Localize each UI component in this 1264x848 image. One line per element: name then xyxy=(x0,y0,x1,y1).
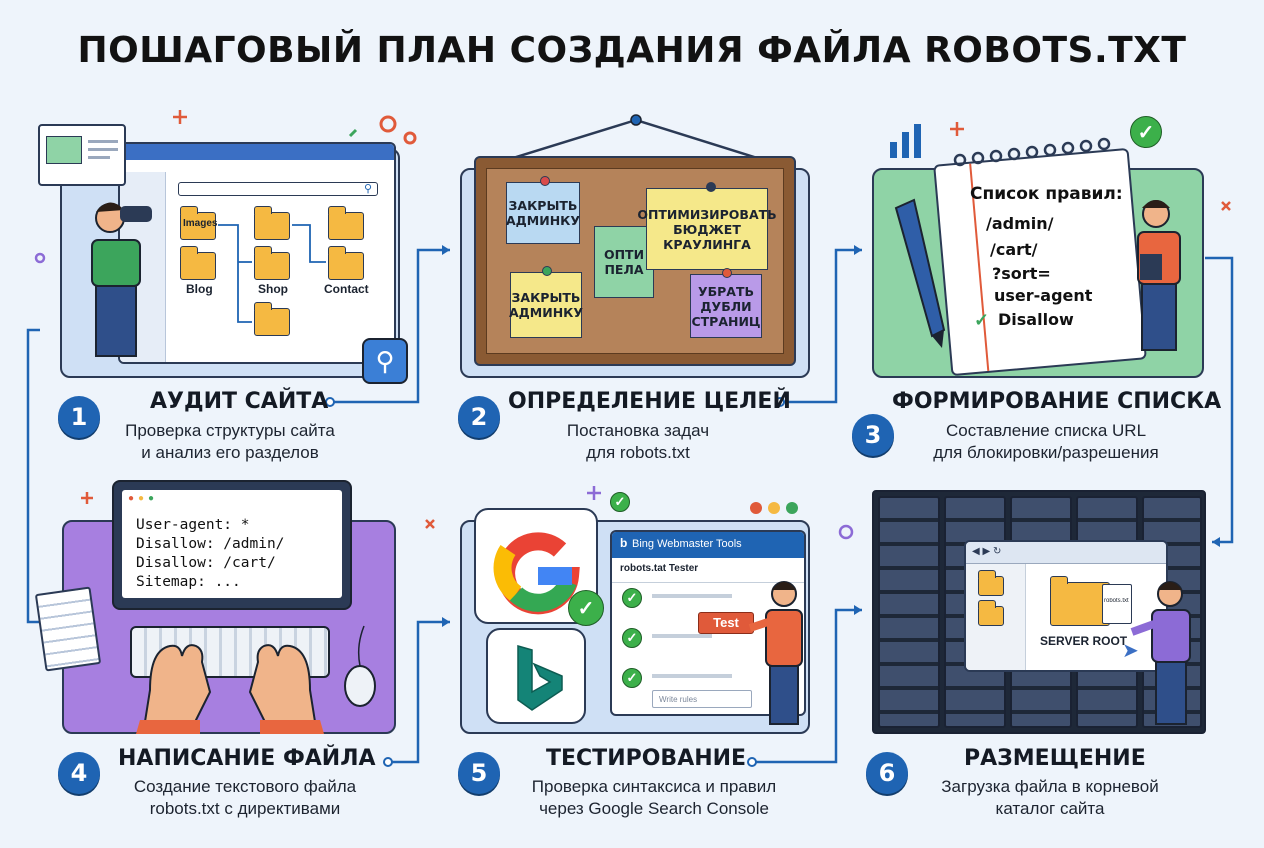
step-6-number: 6 xyxy=(866,752,908,794)
server-folder-1-icon[interactable] xyxy=(977,570,1004,596)
bing-small-icon: b xyxy=(620,536,628,550)
bing-logo-icon[interactable] xyxy=(486,628,586,724)
step-4-number: 4 xyxy=(58,752,100,794)
test-row-1-line xyxy=(652,594,732,598)
rule-3: ?sort= xyxy=(992,264,1051,283)
step-5-desc-1: Проверка синтаксиса и правил xyxy=(531,777,777,796)
test-row-2-check-icon: ✓ xyxy=(622,628,642,648)
step-2-desc-1: Постановка задач xyxy=(566,421,710,440)
test-row-1-check-icon: ✓ xyxy=(622,588,642,608)
step-5-title: ТЕСТИРОВАНИЕ xyxy=(546,746,747,771)
step-5-desc-2: через Google Search Console xyxy=(539,799,769,818)
folder-blog-icon[interactable] xyxy=(179,246,216,280)
rule-2: /cart/ xyxy=(990,240,1038,259)
page-title: ПОШАГОВЫЙ ПЛАН СОЗДАНИЯ ФАЙЛА ROBOTS.TXT xyxy=(77,30,1187,71)
test-row-3-line xyxy=(652,674,732,678)
connector-5-6 xyxy=(752,608,862,764)
top-check-icon: ✓ xyxy=(610,492,630,512)
step-1-number: 1 xyxy=(58,396,100,438)
pin-icon xyxy=(706,182,716,192)
bing-tool-title: Bing Webmaster Tools xyxy=(632,538,742,550)
pin-icon xyxy=(722,268,732,278)
connector-2-3 xyxy=(780,248,862,404)
google-check-icon: ✓ xyxy=(568,590,604,626)
folder-contact-label: Contact xyxy=(324,282,369,296)
folder-images-label: Images xyxy=(183,218,218,229)
list-heading: Список правил: xyxy=(970,184,1123,204)
step-4-title: НАПИСАНИЕ ФАЙЛА xyxy=(118,746,376,771)
code-line-4: Sitemap: ... xyxy=(136,574,241,590)
step-4-desc-1: Создание текстового файла xyxy=(133,777,357,796)
folder-images-icon[interactable] xyxy=(179,206,216,240)
checkmark-icon: ✓ xyxy=(974,310,990,330)
step-6-desc-2: каталог сайта xyxy=(995,799,1105,818)
step-1-title: АУДИТ САЙТА xyxy=(150,389,329,414)
step-1-desc-2: и анализ его разделов xyxy=(141,443,319,462)
search-icon: ⚲ xyxy=(364,183,373,195)
test-row-3-check-icon: ✓ xyxy=(622,668,642,688)
step-3-title: ФОРМИРОВАНИЕ СПИСКА xyxy=(892,389,1222,414)
step-6-title: РАЗМЕЩЕНИЕ xyxy=(964,746,1146,771)
folder-sub-icon[interactable] xyxy=(253,302,290,336)
connector-4-5 xyxy=(388,620,450,764)
test-row-2-line xyxy=(652,634,712,638)
step-5-number: 5 xyxy=(458,752,500,794)
server-root-label: SERVER ROOT xyxy=(1040,634,1128,648)
goal-note-4: ЗАКРЫТЬ АДМИНКУ xyxy=(509,272,583,338)
folder-shop-icon[interactable] xyxy=(253,206,290,240)
connector-1-2 xyxy=(330,248,450,404)
step-2-title: ОПРЕДЕЛЕНИЕ ЦЕЛЕЙ xyxy=(508,389,791,414)
step-3-number: 3 xyxy=(852,414,894,456)
step-1-desc-1: Проверка структуры сайта xyxy=(125,421,335,440)
step-6-desc-1: Загрузка файла в корневой xyxy=(941,777,1159,796)
goal-note-5: УБРАТЬ ДУБЛИ СТРАНИЦ xyxy=(690,274,762,338)
magnifier-icon[interactable]: ⚲ xyxy=(362,338,408,384)
code-line-1: User-agent: * xyxy=(136,517,250,533)
pin-icon xyxy=(540,176,550,186)
folder-contact2-icon[interactable] xyxy=(327,246,364,280)
rule-1: /admin/ xyxy=(986,214,1054,233)
folder-blog-label: Blog xyxy=(186,282,213,296)
pin-icon xyxy=(542,266,552,276)
step-4-desc-2: robots.txt с директивами xyxy=(149,799,341,818)
goal-note-2: ОПТИ ПЕЛА xyxy=(594,226,654,298)
step-2-desc-2: для robots.txt xyxy=(586,443,690,462)
image-card-icon xyxy=(38,124,126,186)
folder-shop2-icon[interactable] xyxy=(253,246,290,280)
step-3-desc-1: Составление списка URL xyxy=(945,421,1147,440)
tester-label: robots.tat Tester xyxy=(620,563,699,574)
server-file-window xyxy=(964,540,1168,672)
step-2-number: 2 xyxy=(458,396,500,438)
server-folder-2-icon[interactable] xyxy=(977,600,1004,626)
cursor-icon: ➤ xyxy=(1122,640,1139,662)
rule-5: Disallow xyxy=(998,310,1074,329)
folder-shop-label: Shop xyxy=(258,282,288,296)
connector-3-6 xyxy=(1205,256,1234,544)
goal-note-1: ЗАКРЫТЬ АДМИНКУ xyxy=(506,182,580,244)
monitor: ● ● ● xyxy=(112,480,352,610)
rules-input[interactable]: Write rules xyxy=(652,690,752,708)
code-line-2: Disallow: /admin/ xyxy=(136,536,285,552)
folder-contact-icon[interactable] xyxy=(327,206,364,240)
step-3-desc-2: для блокировки/разрешения xyxy=(933,443,1159,462)
rule-4: user-agent xyxy=(994,286,1093,305)
test-button[interactable]: Test xyxy=(698,612,754,634)
robots-file-icon[interactable] xyxy=(1102,584,1132,624)
success-check-icon: ✓ xyxy=(1130,116,1162,148)
nav-arrows-icon[interactable]: ◀ ▶ ↻ xyxy=(972,546,1002,557)
code-line-3: Disallow: /cart/ xyxy=(136,555,276,571)
robots-file-label: robots.txt xyxy=(1104,598,1129,604)
